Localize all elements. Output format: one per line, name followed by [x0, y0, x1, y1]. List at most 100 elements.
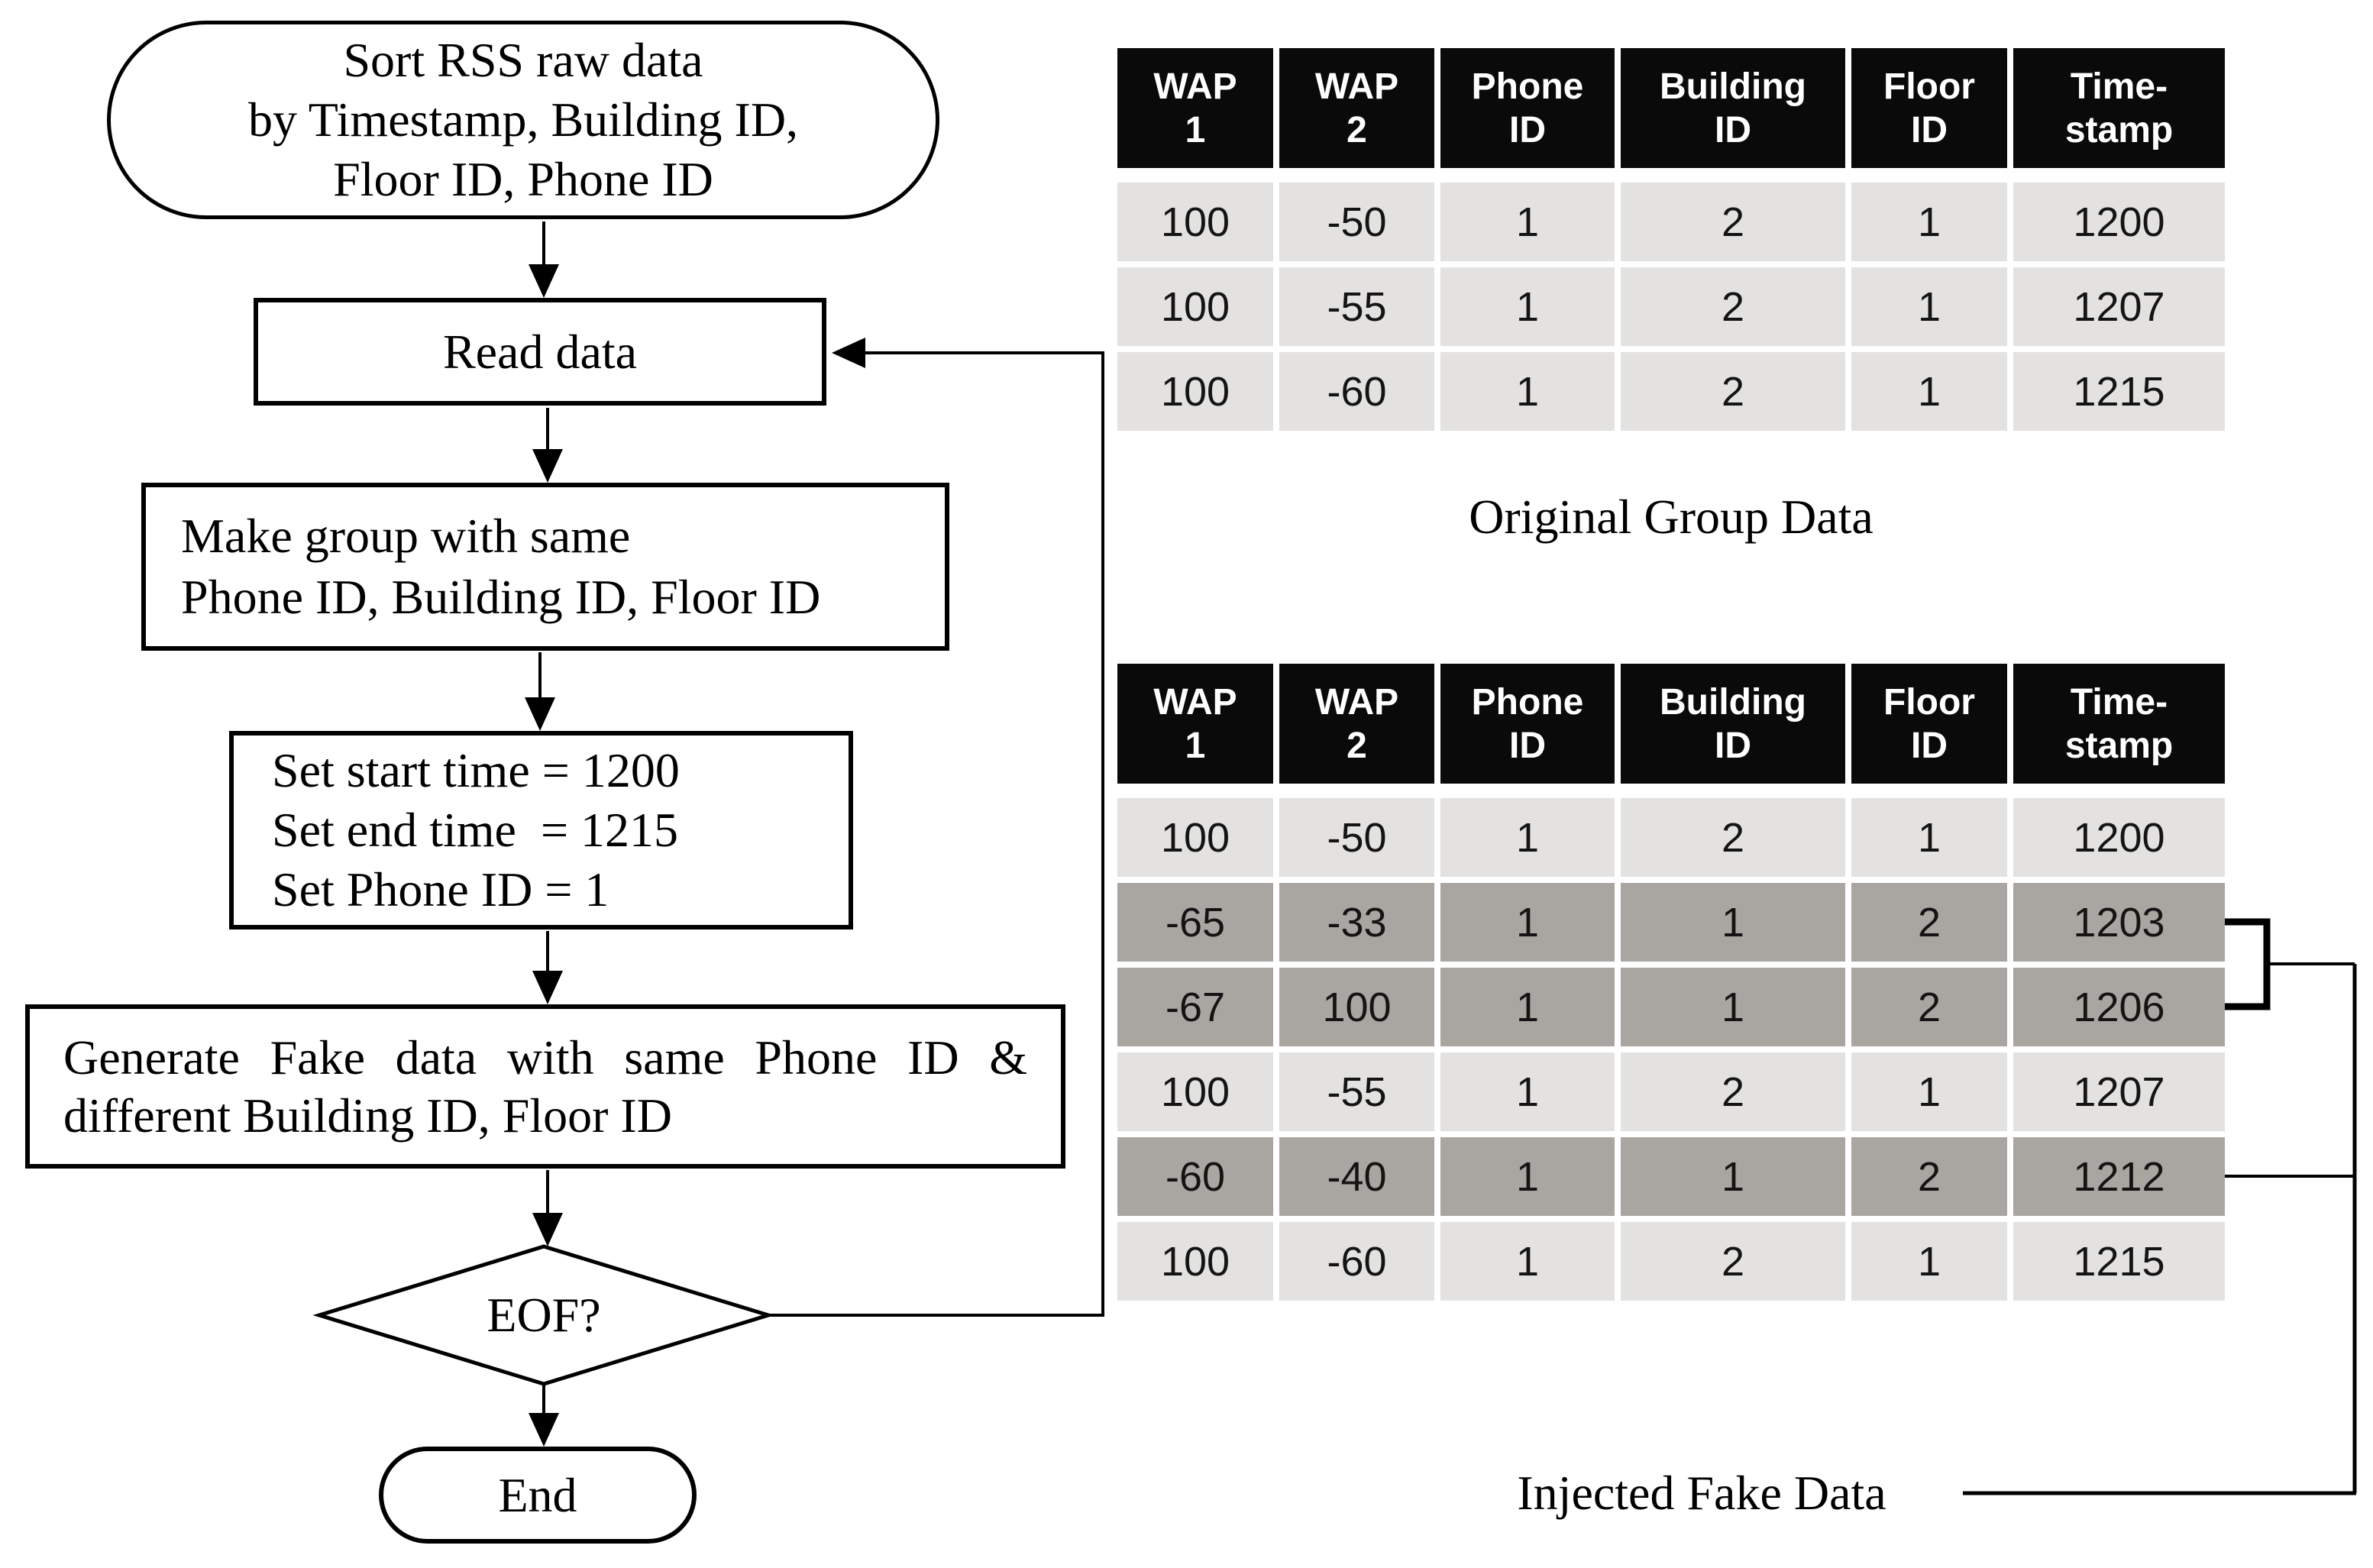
- arrow-generate-to-eof: [532, 1170, 563, 1246]
- arrow-eof-to-end: [529, 1385, 559, 1447]
- end-label: End: [498, 1467, 577, 1522]
- terminal-end: End: [379, 1447, 697, 1544]
- arrow-set-to-generate: [532, 931, 563, 1004]
- table-cell-injected: -33: [1279, 883, 1434, 962]
- table-cell: -60: [1279, 1222, 1434, 1301]
- table-cell: 2: [1621, 267, 1845, 346]
- table-header-cell: Floor ID: [1851, 48, 2007, 168]
- table-cell: 1: [1851, 267, 2007, 346]
- table-cell: -55: [1279, 267, 1434, 346]
- start-line-1: Sort RSS raw data: [343, 33, 703, 87]
- table-cell: 2: [1621, 352, 1845, 431]
- table-cell-injected: -60: [1117, 1137, 1273, 1216]
- table-cell: 1: [1440, 267, 1615, 346]
- fake-rows-bracket: [2225, 918, 2271, 1010]
- process-read-data: Read data: [254, 298, 826, 406]
- table-cell: -60: [1279, 352, 1434, 431]
- eof-text: EOF?: [487, 1288, 601, 1342]
- set-end-time-line: Set end time = 1215: [272, 803, 679, 857]
- table-cell: 2: [1621, 1052, 1845, 1131]
- eof-decision-diamond: [312, 1244, 775, 1386]
- table-cell-injected: 100: [1279, 968, 1434, 1046]
- table-cell: 2: [1621, 183, 1845, 261]
- table-cell: -55: [1279, 1052, 1434, 1131]
- table-cell: 100: [1117, 798, 1273, 877]
- table-cell: 1: [1851, 352, 2007, 431]
- table-cell-injected: 1: [1621, 883, 1845, 962]
- table-cell-injected: 1203: [2013, 883, 2225, 962]
- table-cell: 100: [1117, 183, 1273, 261]
- table-header-cell: Building ID: [1621, 48, 1845, 168]
- table-cell-injected: 1212: [2013, 1137, 2225, 1216]
- table-header-cell: Phone ID: [1440, 48, 1615, 168]
- table-cell: 1: [1440, 183, 1615, 261]
- original-table-body: 100 -50 1 2 1 1200 100 -55 1 2 1 1207 10…: [1117, 183, 2225, 431]
- table-cell: -50: [1279, 798, 1434, 877]
- table-header-cell: Floor ID: [1851, 664, 2007, 784]
- table-cell-injected: 1: [1621, 1137, 1845, 1216]
- table-cell: 100: [1117, 267, 1273, 346]
- start-line-3: Floor ID, Phone ID: [333, 152, 713, 206]
- table-cell: 1200: [2013, 798, 2225, 877]
- process-generate-fake: Generate Fake data with same Phone ID & …: [25, 1004, 1065, 1169]
- table-cell-injected: 1: [1440, 1137, 1615, 1216]
- make-group-line-1: Make group with same: [181, 509, 631, 563]
- process-set-times: Set start time = 1200 Set end time = 121…: [229, 731, 853, 929]
- table-header-cell: WAP 2: [1279, 48, 1434, 168]
- arrow-start-to-read: [529, 221, 559, 298]
- table-header-cell: WAP 2: [1279, 664, 1434, 784]
- table-cell: 2: [1621, 1222, 1845, 1301]
- table-header-cell: Building ID: [1621, 664, 1845, 784]
- table-cell: 1207: [2013, 267, 2225, 346]
- table-cell: 1215: [2013, 352, 2225, 431]
- table-cell: -50: [1279, 183, 1434, 261]
- process-make-group: Make group with same Phone ID, Building …: [141, 483, 949, 651]
- table-cell: 1: [1440, 1222, 1615, 1301]
- table-header-cell: WAP 1: [1117, 48, 1273, 168]
- table-cell: 100: [1117, 1052, 1273, 1131]
- make-group-line-2: Phone ID, Building ID, Floor ID: [181, 570, 821, 624]
- table-cell: 1: [1851, 183, 2007, 261]
- table-cell: 2: [1621, 798, 1845, 877]
- table-cell-injected: 2: [1851, 968, 2007, 1046]
- injected-table-caption: Injected Fake Data: [1517, 1466, 1886, 1520]
- table-cell: 1: [1440, 1052, 1615, 1131]
- table-header-cell: Time- stamp: [2013, 664, 2225, 784]
- table-cell: 1: [1851, 1222, 2007, 1301]
- table-cell-injected: 2: [1851, 883, 2007, 962]
- table-cell-injected: -65: [1117, 883, 1273, 962]
- table-cell: 1200: [2013, 183, 2225, 261]
- table-cell: 1: [1440, 352, 1615, 431]
- generate-fake-line-1: Generate Fake data with same Phone ID &: [63, 1030, 1027, 1085]
- table-cell-injected: -67: [1117, 968, 1273, 1046]
- arrow-read-to-group: [532, 408, 563, 483]
- table-cell: 1207: [2013, 1052, 2225, 1131]
- arrow-group-to-set: [525, 652, 555, 731]
- table-cell-injected: 1: [1621, 968, 1845, 1046]
- table-cell: 100: [1117, 1222, 1273, 1301]
- original-table-header: WAP 1 WAP 2 Phone ID Building ID Floor I…: [1117, 48, 2225, 168]
- table-cell-injected: 1206: [2013, 968, 2225, 1046]
- start-line-2: by Timestamp, Building ID,: [247, 92, 799, 147]
- set-start-time-line: Set start time = 1200: [272, 743, 680, 797]
- terminal-start: Sort RSS raw data by Timestamp, Building…: [107, 21, 939, 219]
- table-cell: 1: [1851, 1052, 2007, 1131]
- generate-fake-line-2: different Building ID, Floor ID: [63, 1088, 672, 1143]
- read-data-label: Read data: [442, 324, 638, 379]
- eof-loop-line: [768, 338, 1104, 1317]
- table-cell-injected: 1: [1440, 968, 1615, 1046]
- set-phone-id-line: Set Phone ID = 1: [272, 862, 609, 917]
- table-header-cell: WAP 1: [1117, 664, 1273, 784]
- table-cell-injected: 1: [1440, 883, 1615, 962]
- table-cell: 1215: [2013, 1222, 2225, 1301]
- table-cell: 100: [1117, 352, 1273, 431]
- table-cell: 1: [1851, 798, 2007, 877]
- table-cell-injected: -40: [1279, 1137, 1434, 1216]
- injected-table-body: 100 -50 1 2 1 1200 -65 -33 1 1 2 1203 -6…: [1117, 798, 2225, 1301]
- table-header-cell: Time- stamp: [2013, 48, 2225, 168]
- table-cell: 1: [1440, 798, 1615, 877]
- table-cell-injected: 2: [1851, 1137, 2007, 1216]
- original-table-caption: Original Group Data: [1469, 490, 1874, 544]
